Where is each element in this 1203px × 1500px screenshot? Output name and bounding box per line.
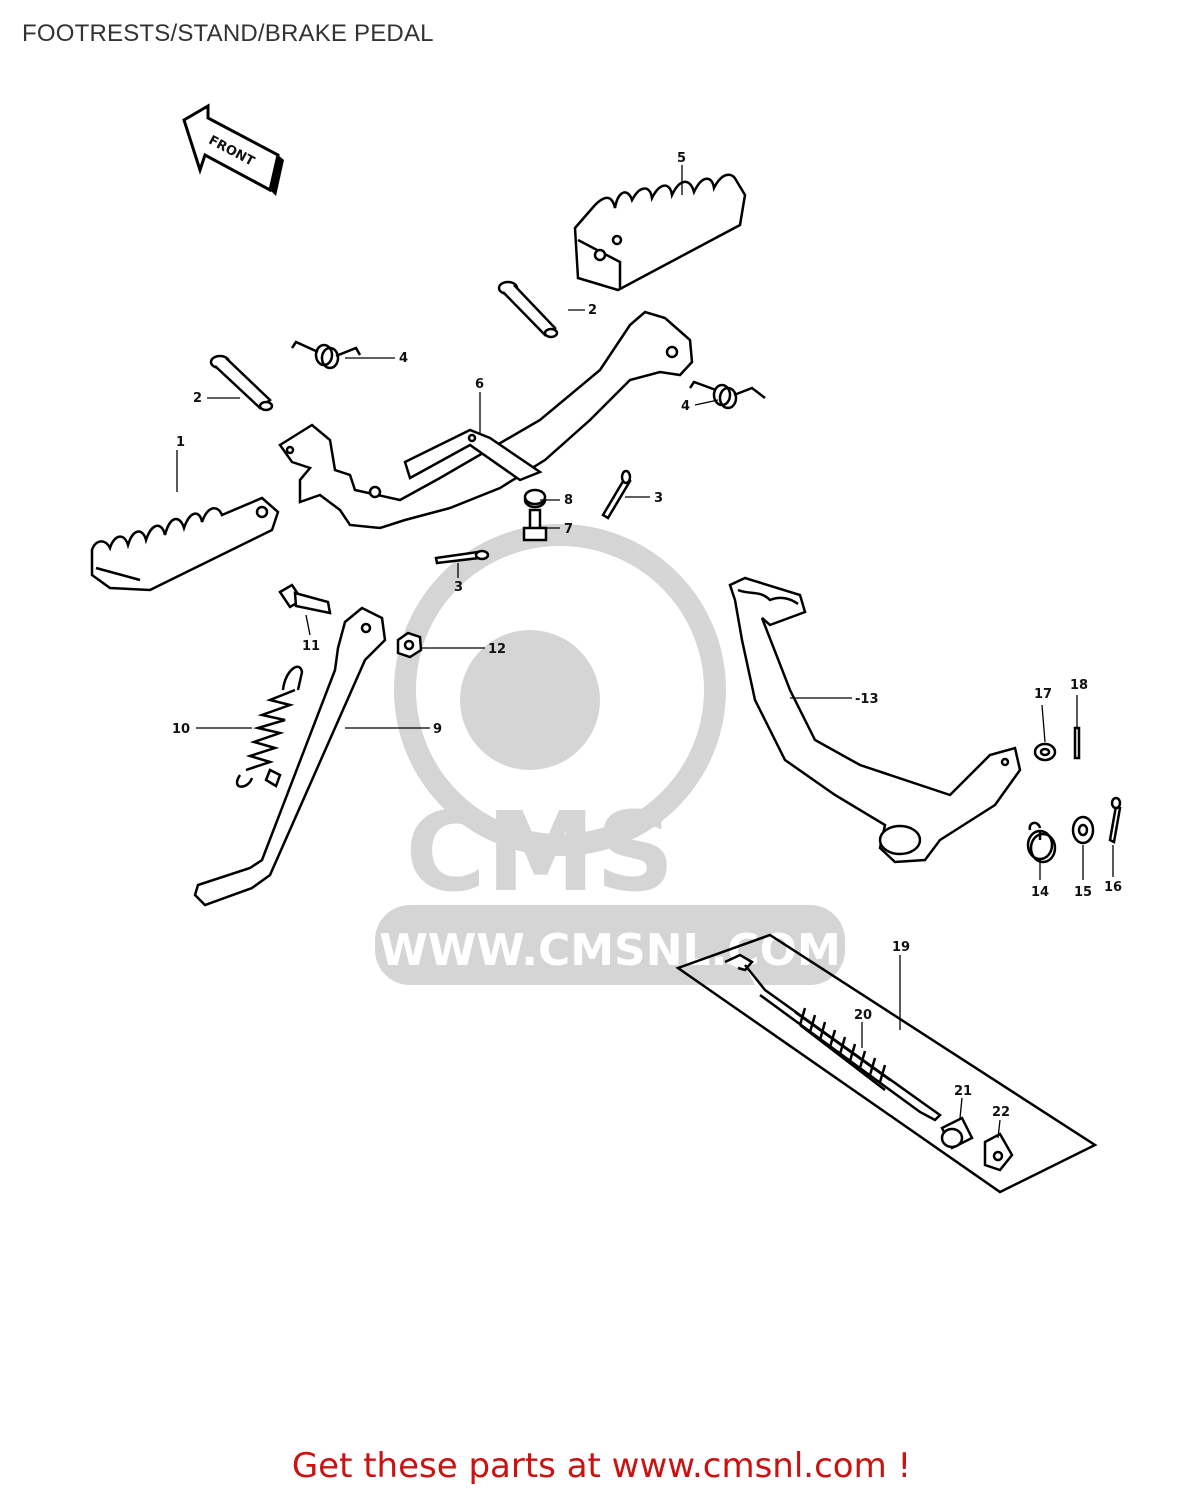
callout-3b: 3 [454,580,463,595]
callout-labels: 1 2 2 3 3 4 4 5 6 7 8 9 10 11 12 -13 14 … [172,151,1122,1120]
washer-8 [523,488,547,509]
callout-3a: 3 [654,491,663,506]
callout-14: 14 [1031,885,1049,900]
callout-10: 10 [172,722,190,737]
page-title: FOOTRESTS/STAND/BRAKE PEDAL [22,20,434,47]
callout-1: 1 [176,435,185,450]
brake-rod-spring-20 [794,1007,891,1091]
stand-spring [235,665,304,788]
callout-15: 15 [1074,885,1092,900]
stand-bolt [278,583,332,615]
callout-12: 12 [488,642,506,657]
footrest-spring-right [688,380,766,410]
callout-18: 18 [1070,678,1088,693]
adjusting-nut-22 [983,1132,1014,1172]
right-footrest [573,173,747,292]
joint-21 [940,1116,974,1150]
brake-spring-14 [1026,821,1057,864]
callout-7: 7 [564,522,573,537]
footrest-spring-left [290,340,362,370]
clevis-pin-upper [497,280,559,339]
callout-16: 16 [1104,880,1122,895]
callout-19: 19 [892,940,910,955]
washer-17 [1033,742,1057,762]
leader-lines [176,165,1114,1139]
callout-20: 20 [854,1008,872,1023]
brake-rod-kit-19 [675,933,1098,1194]
stand-nut [396,631,423,659]
cms-watermark: CMS WWW.CMSNL.COM [375,524,845,985]
pin-18 [1073,726,1081,760]
cotter-pin-16 [1108,796,1122,844]
footrest-bracket [278,310,694,530]
callout-8: 8 [564,493,573,508]
callout-5: 5 [677,151,686,166]
callout-22: 22 [992,1105,1010,1120]
footer-promo[interactable]: Get these parts at www.cmsnl.com ! [291,1446,912,1486]
cotter-pin-upper [601,469,632,520]
front-arrow-icon: FRONT [182,103,284,196]
callout-4b: 4 [681,399,690,414]
callout-4a: 4 [399,351,408,366]
bolt-7 [522,508,548,542]
callout-2a: 2 [588,303,597,318]
callout-13: -13 [855,692,879,707]
watermark-url: WWW.CMSNL.COM [379,925,841,976]
side-stand [193,606,387,907]
watermark-logo: CMS [405,788,674,916]
callout-17: 17 [1034,687,1052,702]
callout-9: 9 [433,722,442,737]
cotter-pin-lower [434,549,490,565]
callout-2b: 2 [193,391,202,406]
callout-11: 11 [302,639,320,654]
callout-21: 21 [954,1084,972,1099]
clevis-pin-lower [209,354,274,412]
callout-6: 6 [475,377,484,392]
left-footrest [90,496,280,592]
brake-rod [724,953,942,1122]
washer-15 [1071,815,1095,845]
brake-pedal [728,576,1022,864]
